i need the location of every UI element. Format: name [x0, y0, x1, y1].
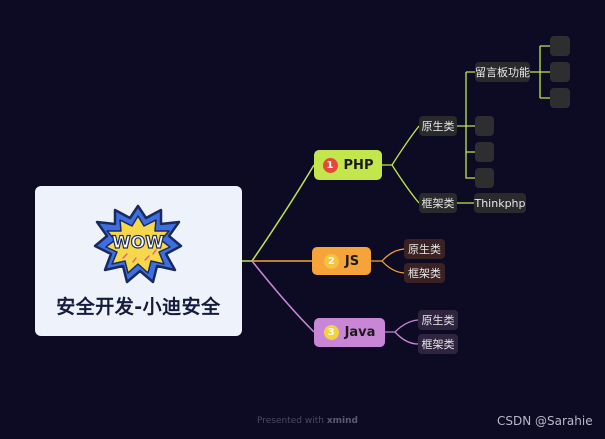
wow-sticker-icon: WOW: [93, 204, 183, 284]
badge-1: 1: [322, 157, 338, 173]
java-native-node[interactable]: 原生类: [418, 310, 458, 330]
connector-js-children: [371, 248, 405, 274]
xmind-brand: xmind: [326, 416, 358, 426]
csdn-watermark: CSDN @Sarahie: [497, 414, 593, 428]
branch-js-label: JS: [344, 253, 360, 269]
connector-php-framework: [391, 164, 420, 204]
root-topic[interactable]: WOW 安全开发-小迪安全: [35, 186, 242, 336]
branch-java-label: Java: [344, 325, 376, 340]
connector-php-native: [382, 125, 420, 166]
footer-prefix: Presented with: [257, 416, 324, 426]
guestbook-empty-node-1[interactable]: [550, 36, 570, 56]
php-framework-node[interactable]: 框架类: [419, 193, 457, 213]
java-framework-node[interactable]: 框架类: [418, 334, 458, 354]
php-native-empty-node-2[interactable]: [475, 142, 494, 162]
thinkphp-node[interactable]: Thinkphp: [474, 193, 526, 213]
js-framework-node[interactable]: 框架类: [404, 263, 445, 283]
guestbook-empty-node-2[interactable]: [550, 62, 570, 82]
js-native-node[interactable]: 原生类: [404, 239, 445, 259]
branch-js[interactable]: 2 JS: [312, 247, 371, 275]
presented-with-footer: Presented with xmind: [257, 416, 358, 426]
php-native-empty-node-1[interactable]: [475, 116, 494, 136]
php-native-node[interactable]: 原生类: [419, 116, 457, 136]
guestbook-node[interactable]: 留言板功能: [475, 62, 530, 82]
branch-php-label: PHP: [343, 157, 374, 173]
connector-root-java: [251, 260, 315, 333]
guestbook-empty-node-3[interactable]: [550, 88, 570, 108]
badge-2: 2: [323, 253, 339, 269]
badge-3: 3: [323, 325, 339, 340]
root-title: 安全开发-小迪安全: [56, 296, 221, 318]
connector-guestbook-children: [530, 45, 550, 99]
connector-native-children: [457, 71, 475, 179]
connector-java-children: [385, 319, 419, 345]
wow-sticker-text: WOW: [112, 233, 164, 253]
branch-java[interactable]: 3 Java: [314, 318, 385, 347]
branch-php[interactable]: 1 PHP: [314, 150, 382, 180]
php-native-empty-node-3[interactable]: [475, 168, 494, 188]
connector-root-php: [242, 164, 315, 262]
